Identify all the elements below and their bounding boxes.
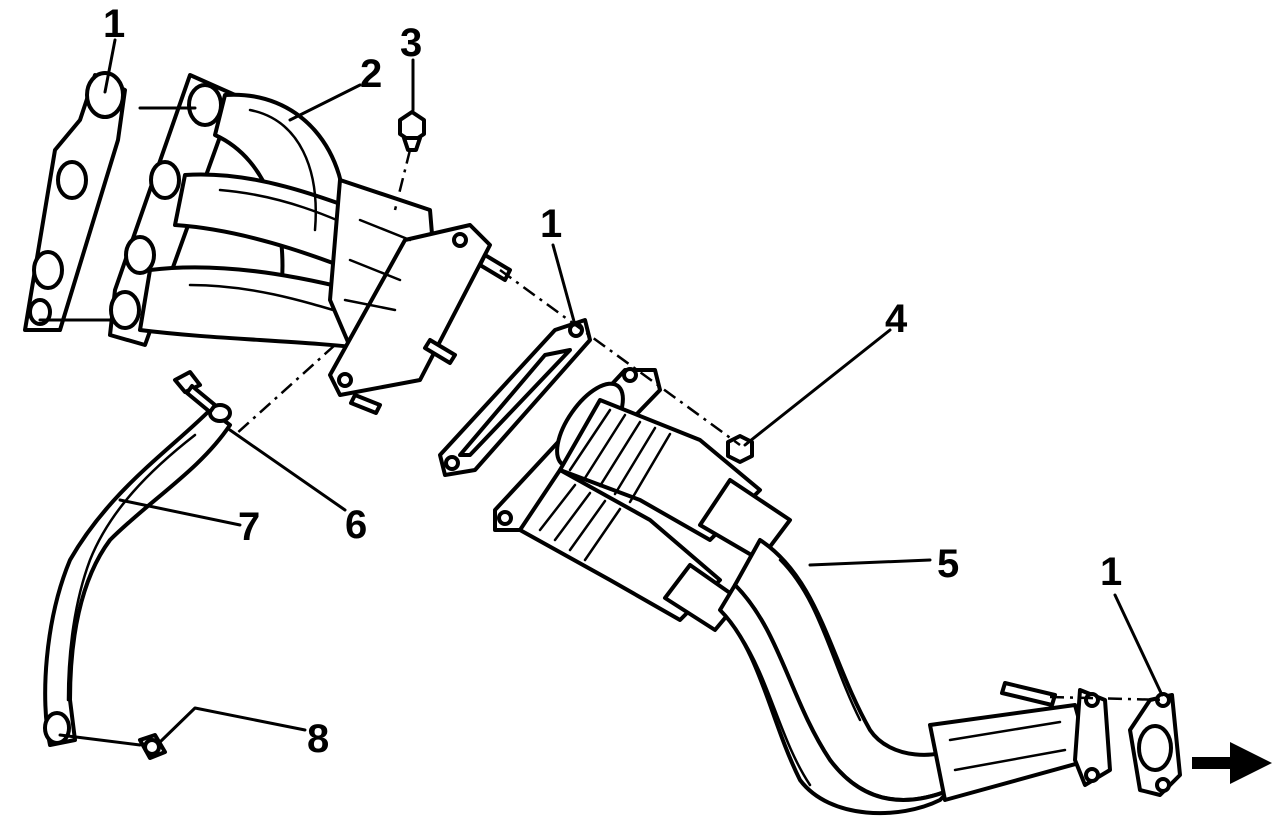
oxygen-sensor-nut — [398, 110, 426, 152]
leader-lines — [38, 38, 1164, 747]
arrow-right-icon — [1192, 742, 1272, 784]
front-exhaust-pipe — [493, 367, 1112, 816]
assembly-lines — [234, 149, 1166, 702]
support-bracket — [43, 403, 232, 747]
front-pipe-gasket — [438, 318, 592, 477]
callout-2-exhaust-manifold: 2 — [360, 52, 382, 96]
callout-8-bolt: 8 — [307, 717, 329, 761]
rear-gasket — [1128, 692, 1182, 797]
callout-5-front-pipe: 5 — [937, 542, 959, 586]
bracket-bolt-upper — [173, 370, 217, 414]
callout-7-bracket: 7 — [238, 505, 260, 549]
callout-1-manifold-gasket: 1 — [103, 2, 125, 46]
manifold-gasket — [23, 71, 127, 332]
exhaust-manifold — [108, 73, 512, 415]
callout-1-rear-gasket: 1 — [1100, 550, 1122, 594]
flange-nut — [726, 434, 754, 464]
callout-4-nut: 4 — [885, 297, 908, 341]
callout-3-nut: 3 — [400, 21, 422, 65]
callout-1-front-pipe-gasket: 1 — [540, 202, 562, 246]
callout-6-bolt: 6 — [345, 503, 367, 547]
bracket-bolt-lower — [138, 733, 167, 760]
